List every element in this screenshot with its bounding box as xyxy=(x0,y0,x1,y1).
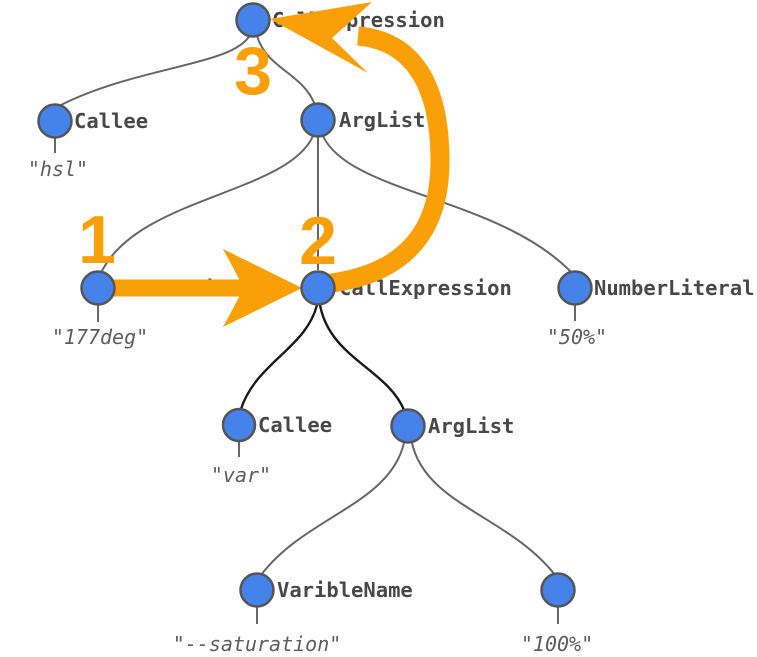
arrow-step-2-to-3-head-icon xyxy=(270,2,372,73)
node-circle-variblename xyxy=(239,572,275,608)
leaf-value-hsl: "hsl" xyxy=(28,157,88,181)
node-label-callee-2: Callee xyxy=(258,413,332,437)
arrow-step-2-to-3-shaft xyxy=(321,26,450,294)
step-number-2: 2 xyxy=(299,203,337,279)
edge-callexpr2-to-callee xyxy=(239,304,319,410)
leaf-value-177deg: "177deg" xyxy=(52,325,148,349)
node-circle-arglist-2 xyxy=(390,408,426,444)
edge-arglist-to-numberliteral-1 xyxy=(100,135,314,274)
edge-root-to-callee xyxy=(58,34,251,107)
edge-arglist2-to-variblename xyxy=(260,442,405,576)
node-label-arglist-2: ArgList xyxy=(428,414,514,438)
step-number-3: 3 xyxy=(234,33,272,109)
leaf-value-var: "var" xyxy=(211,463,271,487)
arrow-step-1-to-2-head-icon xyxy=(223,249,302,327)
node-label-callee-1: Callee xyxy=(74,109,148,133)
node-label-variblename: VaribleName xyxy=(277,578,413,602)
node-circle-callee-1 xyxy=(37,103,73,139)
step-annotations: 1 2 3 xyxy=(78,2,450,327)
step-number-1: 1 xyxy=(78,202,116,278)
leaf-value-100pct: "100%" xyxy=(521,632,593,656)
node-circle-100pct xyxy=(540,572,576,608)
node-label-numberliteral-2: NumberLiteral xyxy=(594,276,754,300)
node-circle-arglist-1 xyxy=(300,102,336,138)
node-circle-callee-2 xyxy=(221,407,257,443)
edge-root-to-arglist xyxy=(256,35,316,106)
node-circle-numberliteral-1 xyxy=(80,270,116,306)
leaf-value-50pct: "50%" xyxy=(547,325,607,349)
node-circle-callexpression-2 xyxy=(300,270,336,306)
node-circle-callexpression-root xyxy=(235,2,271,38)
node-circle-numberliteral-2 xyxy=(557,270,593,306)
edge-arglist2-to-100pct xyxy=(411,442,556,576)
leaf-value-saturation: "--saturation" xyxy=(173,632,342,656)
node-label-arglist-1: ArgList xyxy=(339,108,425,132)
tree-nodes xyxy=(37,2,593,608)
edge-callexpr2-to-arglist xyxy=(318,304,406,411)
tree-texts: CallExpression Callee ArgList NumberLite… xyxy=(28,8,755,656)
